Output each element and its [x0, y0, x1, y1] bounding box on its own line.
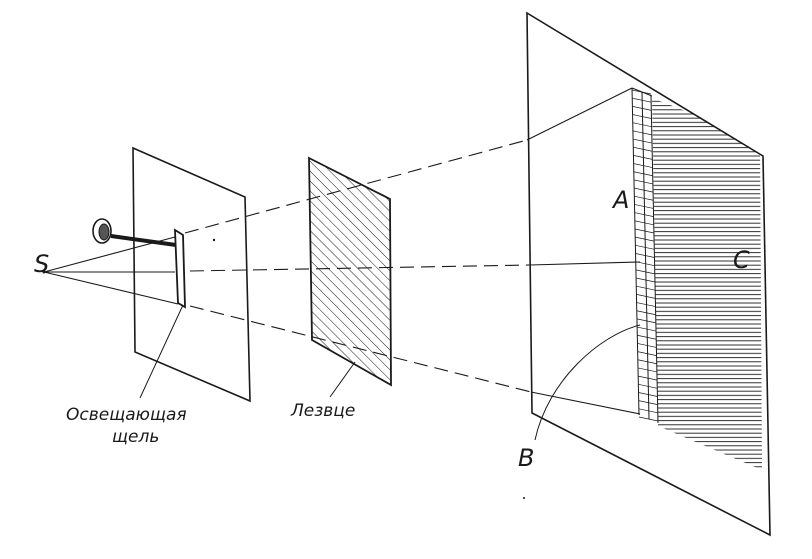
shadow-hatching	[652, 98, 762, 470]
strip-tick	[638, 383, 658, 389]
strip-tick	[635, 236, 655, 242]
label-source: S	[34, 250, 49, 278]
label-slit-line2: щель	[112, 427, 159, 447]
strip-tick	[632, 130, 652, 136]
strip-tick	[633, 171, 653, 177]
strip-tick	[638, 392, 658, 397]
strip-tick	[633, 179, 653, 185]
blade-panel	[308, 156, 392, 387]
edge-strip	[631, 87, 659, 424]
strip-tick	[633, 146, 653, 152]
slit-panel	[132, 146, 251, 403]
source-point	[42, 270, 46, 274]
strip-tick	[637, 326, 657, 332]
strip-tick	[638, 400, 658, 405]
strip-tick	[636, 302, 656, 307]
strip-tick	[636, 318, 656, 324]
label-point-a: A	[611, 186, 629, 214]
strip-tick	[634, 187, 654, 193]
strip-tick	[633, 155, 653, 160]
strip-tick	[634, 204, 654, 209]
strip-tick	[634, 195, 654, 201]
strip-tick	[635, 244, 655, 250]
strip-tick	[636, 285, 656, 291]
speck	[523, 497, 525, 499]
strip-tick	[634, 228, 655, 234]
screen-panel	[526, 11, 771, 537]
strip-tick	[638, 416, 659, 422]
illuminating-slit	[174, 228, 186, 309]
strip-tick	[631, 89, 652, 95]
strip-tick	[638, 375, 658, 381]
label-slit-line1: Освещающая	[66, 405, 187, 425]
strip-tick	[632, 122, 652, 128]
light-rays	[43, 87, 641, 415]
strip-tick	[636, 310, 656, 316]
leader-b	[534, 324, 641, 441]
strip-tick	[633, 163, 653, 168]
screw-knob-icon	[92, 218, 177, 247]
strip-tick	[637, 359, 657, 365]
strip-tick	[637, 367, 658, 373]
strip-tick	[632, 97, 652, 103]
strip-tick	[637, 351, 657, 356]
leader-slit	[139, 304, 184, 399]
leader-blade	[329, 361, 356, 398]
strip-tick	[637, 334, 657, 340]
strip-tick	[634, 212, 654, 217]
strip-tick	[632, 106, 652, 111]
strip-tick	[638, 408, 658, 414]
strip-tick	[635, 277, 656, 283]
strip-tick	[637, 343, 657, 348]
strip-tick	[632, 114, 652, 119]
label-point-b: B	[518, 444, 534, 472]
strip-tick	[634, 220, 654, 226]
strip-tick	[635, 253, 655, 258]
speck	[212, 238, 216, 242]
label-point-c: C	[733, 246, 750, 274]
strip-tick	[636, 294, 656, 299]
strip-tick	[635, 269, 655, 275]
label-blade: Лезвце	[290, 401, 355, 421]
strip-tick	[632, 138, 653, 144]
